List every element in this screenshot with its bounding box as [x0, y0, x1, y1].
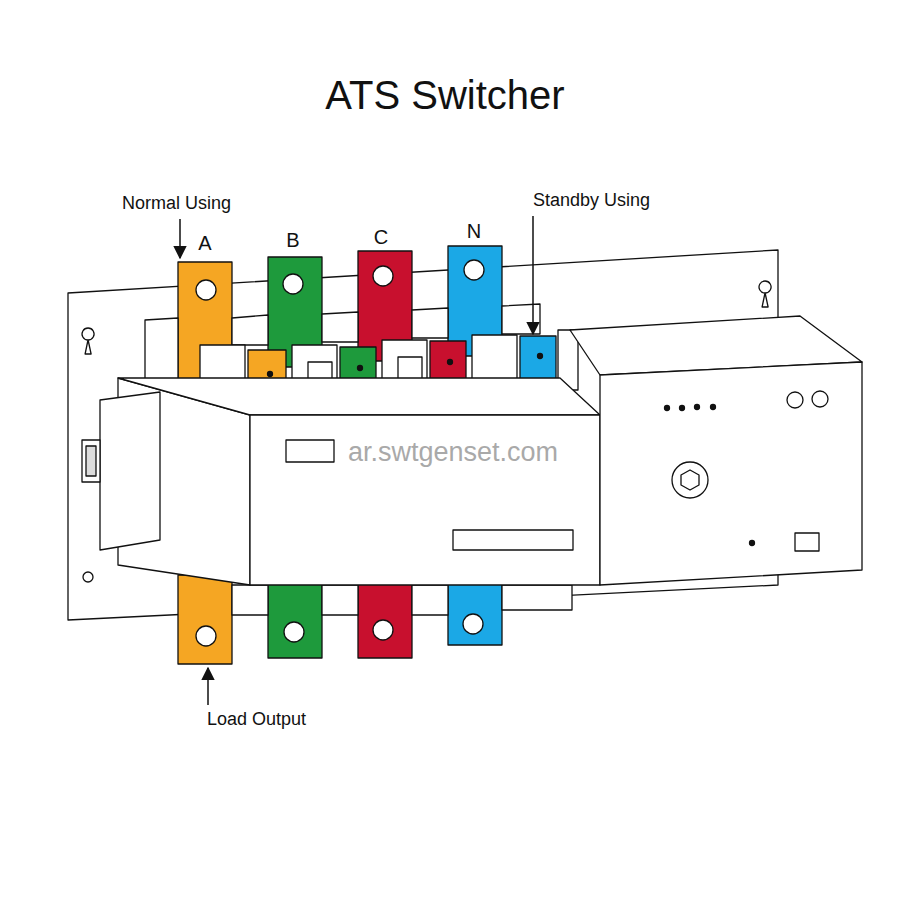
nameplate: [453, 530, 573, 550]
callout-label: Normal Using: [122, 193, 231, 214]
phase-label: C: [374, 226, 388, 249]
housing: [502, 585, 572, 610]
connector: [82, 440, 100, 482]
terminal-hole: [463, 614, 483, 634]
phase-label: A: [198, 232, 211, 255]
load-terminal-a: [178, 575, 232, 664]
body-top: [118, 378, 600, 415]
leader-arrow: [207, 668, 209, 705]
leader-arrow: [532, 216, 534, 334]
hex-key: [681, 470, 699, 490]
housing: [412, 585, 448, 615]
handle: [672, 462, 708, 498]
housing: [232, 585, 268, 615]
phase-label: B: [286, 229, 299, 252]
load-terminal-c: [358, 575, 412, 658]
watermark: ar.swtgenset.com: [348, 437, 558, 468]
window: [286, 440, 334, 462]
phase-label: N: [467, 220, 481, 243]
body-front: [250, 415, 600, 585]
housing: [502, 304, 540, 334]
mount-hole: [83, 572, 93, 582]
terminal-hole: [196, 626, 216, 646]
title: ATS Switcher: [325, 72, 564, 118]
indicator: [795, 533, 819, 551]
terminal-hole: [373, 620, 393, 640]
keyhole: [759, 281, 771, 307]
callout-label: Load Output: [207, 709, 306, 730]
button: [812, 391, 828, 407]
terminal-hole: [464, 260, 484, 280]
keyhole: [82, 328, 94, 354]
terminal-hole: [284, 622, 304, 642]
side-cover: [100, 392, 160, 550]
housing: [322, 312, 358, 342]
leader-arrow: [179, 219, 181, 258]
controller-front: [600, 362, 862, 585]
button: [787, 392, 803, 408]
housing: [412, 308, 448, 338]
housing: [322, 585, 358, 615]
terminal-hole: [196, 280, 216, 300]
terminal-hole: [373, 266, 393, 286]
terminal-hole: [283, 274, 303, 294]
housing: [232, 315, 268, 345]
callout-label: Standby Using: [533, 190, 650, 211]
load-terminal-b: [268, 575, 322, 658]
